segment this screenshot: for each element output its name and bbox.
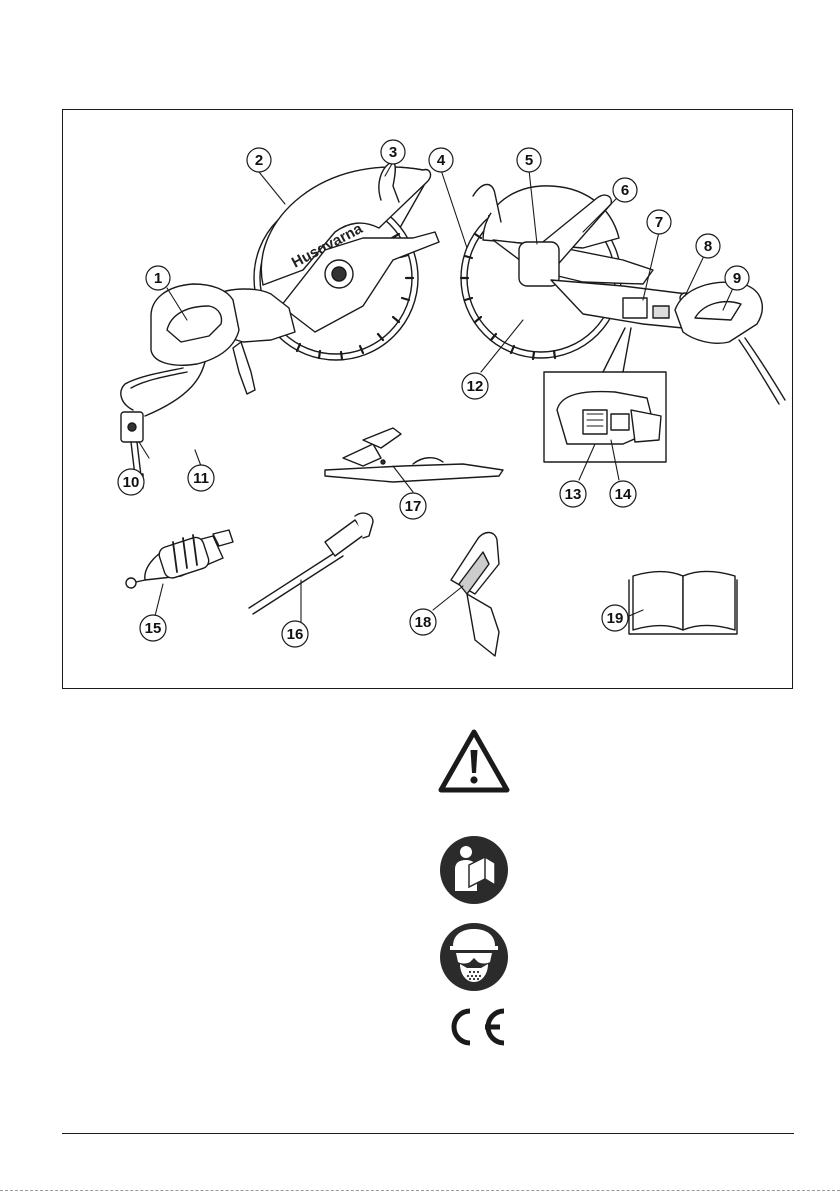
callout-label: 7 [655,214,663,231]
callout-1: 1 [146,266,170,290]
callout-label: 5 [525,152,533,169]
callout-13: 13 [560,481,586,507]
callout-10: 10 [118,469,144,495]
callout-label: 13 [565,486,582,503]
callout-label: 14 [615,486,632,503]
callout-18: 18 [410,609,436,635]
callout-label: 9 [733,270,741,287]
callout-label: 18 [415,614,432,631]
callout-9: 9 [725,266,749,290]
callout-11: 11 [188,465,214,491]
callout-12: 12 [462,373,488,399]
callout-5: 5 [517,148,541,172]
callout-label: 8 [704,238,712,255]
callout-label: 6 [621,182,629,199]
callout-19: 19 [602,605,628,631]
item-18-support [451,533,499,657]
item-19-manual [629,572,737,635]
callout-label: 3 [389,144,397,161]
callout-label: 19 [607,610,624,627]
callout-17: 17 [400,493,426,519]
callout-7: 7 [647,210,671,234]
callout-label: 10 [123,474,140,491]
protective-equipment-icon [439,922,509,992]
callout-label: 17 [405,498,422,515]
read-manual-icon [439,835,509,905]
callout-label: 4 [437,152,446,169]
callout-2: 2 [247,148,271,172]
ce-mark-icon [440,1003,512,1051]
item-15-cartridge [126,530,233,588]
callout-8: 8 [696,234,720,258]
page-edge [0,1190,840,1191]
callout-4: 4 [429,148,453,172]
callout-14: 14 [610,481,636,507]
callout-label: 12 [467,378,484,395]
item-16-combination-wrench [249,513,373,614]
callout-label: 2 [255,152,263,169]
parts-figure-frame: Husqvarna [62,109,793,689]
parts-illustration: Husqvarna [63,110,794,690]
callout-label: 16 [287,626,304,643]
callout-15: 15 [140,615,166,641]
callout-16: 16 [282,621,308,647]
callout-label: 11 [193,470,209,487]
tool-guide-17 [325,428,503,482]
callout-3: 3 [381,140,405,164]
warning-triangle-icon [437,728,511,794]
callout-label: 15 [145,620,162,637]
footer-rule [62,1133,794,1134]
callout-6: 6 [613,178,637,202]
callout-label: 1 [154,270,162,287]
